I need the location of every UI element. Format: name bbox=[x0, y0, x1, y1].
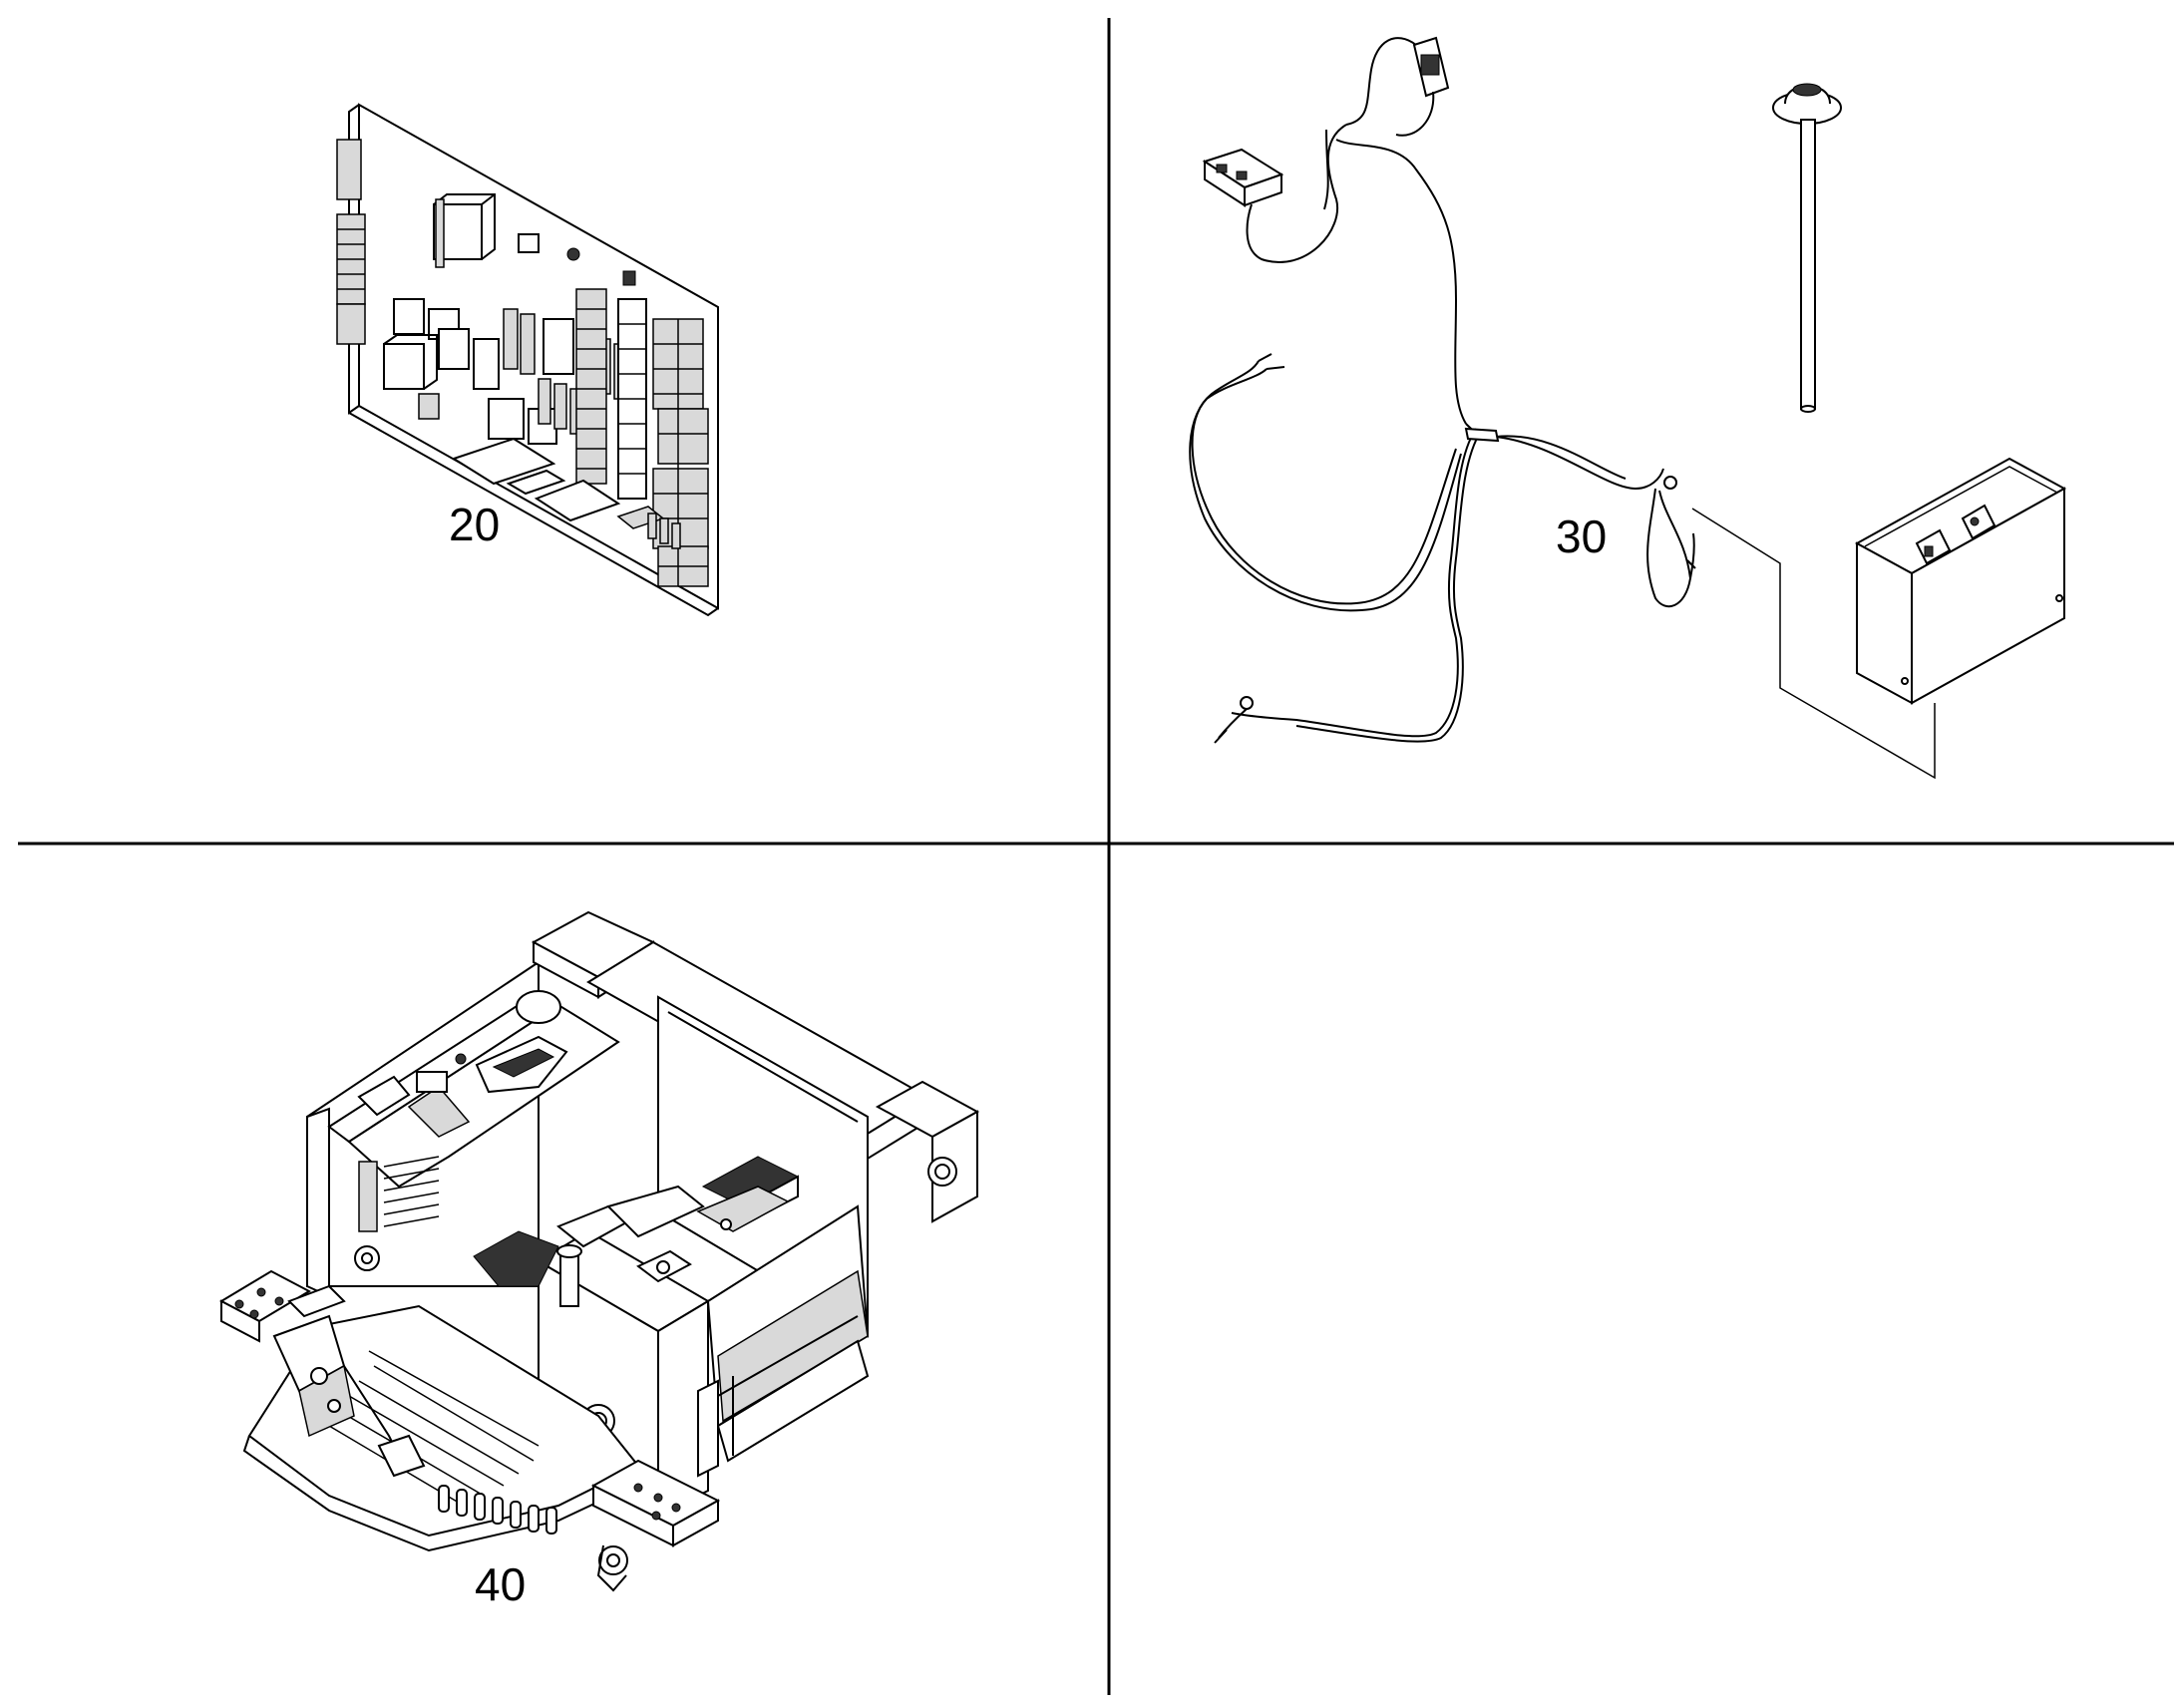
cab-frame-illustration bbox=[218, 910, 980, 1592]
circuit-board-illustration bbox=[336, 103, 719, 617]
callout-40: 40 bbox=[475, 1558, 526, 1610]
callout-20: 20 bbox=[449, 499, 500, 550]
wiring-harness-illustration bbox=[1189, 36, 1696, 744]
level-sensor-illustration bbox=[1772, 83, 1842, 413]
plug-connector bbox=[1345, 36, 1450, 137]
junction-box-small bbox=[1202, 148, 1284, 207]
callout-30: 30 bbox=[1556, 511, 1607, 562]
quadrant-grid bbox=[18, 18, 2174, 1695]
control-box-illustration bbox=[1691, 457, 2067, 780]
